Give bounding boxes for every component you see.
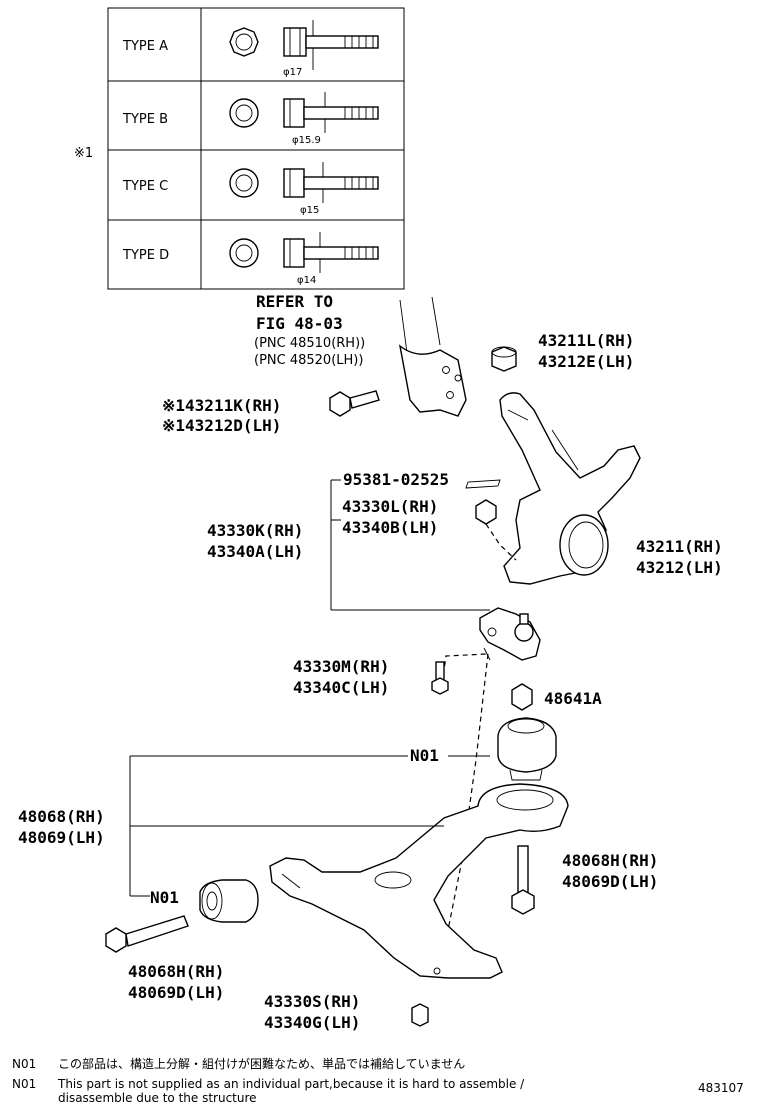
figure-number: 483107 — [698, 1081, 744, 1095]
bolt-43211k-drawing — [329, 390, 380, 417]
note-en-code: N01 — [12, 1077, 36, 1091]
part-label-48069d-right: 48069D(LH) — [562, 872, 658, 891]
part-label-43340a: 43340A(LH) — [207, 542, 303, 561]
steering-knuckle-drawing — [499, 392, 641, 585]
type-b-label: TYPE B — [122, 112, 168, 127]
type-a-diameter: φ17 — [283, 67, 302, 78]
bolt-type-table: ※1 TYPE A φ17 TYPE B — [74, 7, 405, 290]
refer-line-4: (PNC 48520(LH)) — [254, 353, 363, 368]
type-c-diameter: φ15 — [300, 205, 319, 216]
type-d-label: TYPE D — [122, 248, 169, 263]
part-label-43330k: 43330K(RH) — [207, 521, 303, 540]
castle-nut-43330l-drawing — [475, 499, 497, 525]
note-jp-code: N01 — [12, 1057, 36, 1071]
part-label-43211l: 43211L(RH) — [538, 331, 634, 350]
part-label-n01-bottom: N01 — [150, 888, 179, 907]
type-a-label: TYPE A — [122, 39, 168, 54]
part-label-43340g: 43340G(LH) — [264, 1013, 360, 1032]
type-b-diameter: φ15.9 — [292, 135, 321, 146]
cotter-pin-drawing — [465, 479, 501, 489]
part-label-43212: 43212(LH) — [636, 558, 723, 577]
part-label-43330m: 43330M(RH) — [293, 657, 389, 676]
refer-line-1: REFER TO — [256, 292, 333, 311]
type-d-diameter: φ14 — [297, 275, 316, 286]
part-label-43211: 43211(RH) — [636, 537, 723, 556]
bolt-43330m-drawing — [431, 661, 449, 695]
part-label-43330l: 43330L(RH) — [342, 497, 438, 516]
part-label-43212e: 43212E(LH) — [538, 352, 634, 371]
part-label-48068h-right: 48068H(RH) — [562, 851, 658, 870]
large-bushing-drawing — [497, 717, 557, 781]
part-label-48068h-left: 48068H(RH) — [128, 962, 224, 981]
part-label-95381: 95381-02525 — [343, 470, 449, 489]
nut-43330s-drawing — [411, 1003, 429, 1027]
refer-note: REFER TO FIG 48-03 (PNC 48510(RH)) (PNC … — [254, 292, 365, 368]
note-jp-text: この部品は、構造上分解・組付けが困難なため、単品では補給していません — [58, 1056, 465, 1071]
part-label-43340c: 43340C(LH) — [293, 678, 389, 697]
lower-control-arm-drawing — [269, 783, 569, 979]
type-d-bolt-icon — [229, 232, 379, 273]
part-label-48068: 48068(RH) — [18, 807, 105, 826]
part-label-48069: 48069(LH) — [18, 828, 105, 847]
part-label-43330s: 43330S(RH) — [264, 992, 360, 1011]
small-bushing-drawing — [199, 879, 259, 923]
strut-lower-end-drawing — [398, 296, 467, 417]
nut-48641a-drawing — [511, 683, 533, 711]
type-c-bolt-icon — [229, 162, 379, 203]
part-label-48641a: 48641A — [544, 689, 602, 708]
refer-line-3: (PNC 48510(RH)) — [254, 336, 365, 351]
type-a-bolt-icon — [229, 20, 379, 70]
refer-line-2: FIG 48-03 — [256, 314, 343, 333]
part-label-n01-top: N01 — [410, 746, 439, 765]
part-label-43212d: ※143212D(LH) — [162, 416, 281, 435]
part-label-43211k: ※143211K(RH) — [162, 396, 281, 415]
type-c-label: TYPE C — [122, 179, 168, 194]
type-table-marker: ※1 — [74, 146, 93, 161]
note-en-text-2: disassemble due to the structure — [58, 1091, 257, 1105]
ball-joint-drawing — [479, 607, 541, 661]
bolt-48068h-left-drawing — [105, 915, 189, 953]
part-label-48069d-left: 48069D(LH) — [128, 983, 224, 1002]
bolt-48068h-right-drawing — [511, 845, 535, 915]
part-label-43340b: 43340B(LH) — [342, 518, 438, 537]
type-b-bolt-icon — [229, 92, 379, 133]
nut-43211l-drawing — [491, 346, 517, 372]
note-en-text-1: This part is not supplied as an individu… — [57, 1077, 525, 1091]
